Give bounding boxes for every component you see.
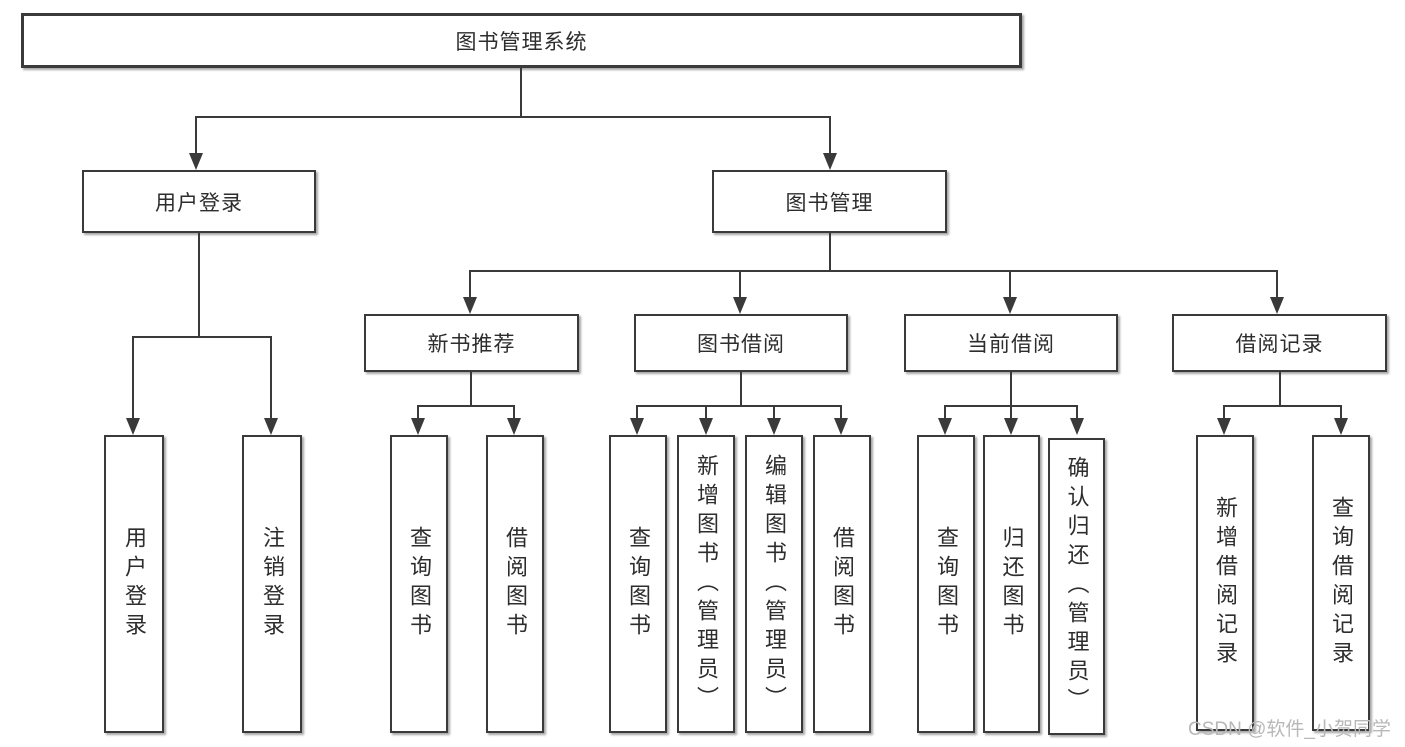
node-label: 查询借阅记录	[1329, 496, 1354, 670]
node-label: 查询图书	[934, 526, 959, 642]
node-label: 用户登录	[155, 191, 243, 215]
arrowhead-down	[1004, 418, 1018, 435]
leaf-query-books-current: 查询图书	[917, 435, 975, 733]
node-label: 查询图书	[626, 526, 651, 642]
node-label: 确认归还（管理员）	[1064, 456, 1090, 717]
arrowhead-down	[264, 418, 278, 435]
connector-line	[829, 233, 831, 271]
arrowhead-down	[189, 153, 203, 170]
connector-line	[1223, 405, 1225, 419]
connector-line	[470, 270, 1278, 272]
connector-line	[198, 233, 200, 337]
connector-line	[195, 116, 197, 154]
leaf-borrow-books-recommend: 借阅图书	[486, 435, 544, 733]
node-book-management: 图书管理	[712, 170, 947, 233]
connector-line	[513, 405, 515, 419]
node-user-login: 用户登录	[82, 170, 316, 233]
connector-line	[740, 372, 742, 406]
arrowhead-down	[699, 418, 713, 435]
connector-line	[739, 270, 741, 298]
connector-line	[196, 116, 831, 118]
node-label: 查询图书	[407, 526, 432, 642]
arrowhead-down	[126, 418, 140, 435]
csdn-watermark: CSDN @软件_小贺同学	[1188, 719, 1391, 740]
connector-line	[270, 336, 272, 419]
connector-line	[469, 270, 471, 298]
connector-line	[1224, 405, 1342, 407]
arrowhead-down	[834, 418, 848, 435]
arrowhead-down	[1270, 297, 1284, 314]
node-label: 注销登录	[260, 526, 285, 642]
node-current-borrowing: 当前借阅	[904, 314, 1118, 372]
arrowhead-down	[1070, 418, 1084, 435]
connector-line	[132, 336, 134, 419]
leaf-return-book: 归还图书	[983, 435, 1040, 733]
connector-line	[829, 116, 831, 154]
leaf-confirm-return-admin: 确认归还（管理员）	[1048, 438, 1105, 735]
node-label: 图书管理系统	[455, 30, 588, 54]
connector-line	[705, 405, 707, 419]
connector-line	[944, 405, 946, 419]
node-label: 借阅图书	[830, 526, 855, 642]
connector-line	[1009, 270, 1011, 298]
node-label: 新增借阅记录	[1213, 496, 1238, 670]
arrowhead-down	[463, 297, 477, 314]
node-label: 借阅记录	[1235, 333, 1324, 356]
arrowhead-down	[938, 418, 952, 435]
connector-line	[133, 336, 272, 338]
arrowhead-down	[1334, 418, 1348, 435]
node-label: 归还图书	[999, 526, 1025, 642]
leaf-user-login: 用户登录	[104, 435, 164, 733]
connector-line	[1010, 405, 1012, 419]
node-label: 借阅图书	[503, 526, 528, 642]
arrowhead-down	[507, 418, 521, 435]
connector-line	[1279, 372, 1281, 406]
node-label: 新增图书（管理员）	[694, 453, 719, 715]
connector-line	[1076, 405, 1078, 419]
arrowhead-down	[767, 418, 781, 435]
node-label: 用户登录	[122, 526, 147, 642]
connector-line	[636, 405, 638, 419]
node-label: 图书管理	[785, 191, 874, 215]
leaf-add-borrow-record: 新增借阅记录	[1196, 435, 1254, 731]
arrowhead-down	[411, 418, 425, 435]
connector-line	[1340, 405, 1342, 419]
leaf-borrow-books: 借阅图书	[813, 435, 871, 733]
node-new-book-recommend: 新书推荐	[364, 314, 579, 372]
connector-line	[1010, 372, 1012, 406]
arrowhead-down	[733, 297, 747, 314]
connector-line	[418, 405, 515, 407]
connector-line	[520, 68, 522, 116]
arrowhead-down	[630, 418, 644, 435]
leaf-query-books-recommend: 查询图书	[390, 435, 448, 733]
leaf-query-books-borrow: 查询图书	[609, 435, 667, 733]
connector-line	[417, 405, 419, 419]
node-library-management-system: 图书管理系统	[21, 13, 1022, 68]
leaf-query-borrow-record: 查询借阅记录	[1312, 435, 1370, 731]
connector-line	[1276, 270, 1278, 298]
connector-line	[773, 405, 775, 419]
arrowhead-down	[823, 153, 837, 170]
arrowhead-down	[1003, 297, 1017, 314]
node-label: 编辑图书（管理员）	[762, 453, 787, 715]
leaf-edit-book-admin: 编辑图书（管理员）	[745, 435, 803, 733]
node-label: 新书推荐	[427, 333, 516, 356]
node-label: 图书借阅	[697, 333, 785, 356]
leaf-add-book-admin: 新增图书（管理员）	[677, 435, 735, 733]
connector-line	[637, 405, 842, 407]
leaf-logout: 注销登录	[242, 435, 302, 733]
arrowhead-down	[1217, 418, 1231, 435]
node-book-borrowing: 图书借阅	[634, 314, 848, 372]
connector-line	[470, 372, 472, 406]
connector-line	[840, 405, 842, 419]
node-label: 当前借阅	[967, 333, 1055, 356]
node-borrowing-records: 借阅记录	[1172, 314, 1387, 372]
